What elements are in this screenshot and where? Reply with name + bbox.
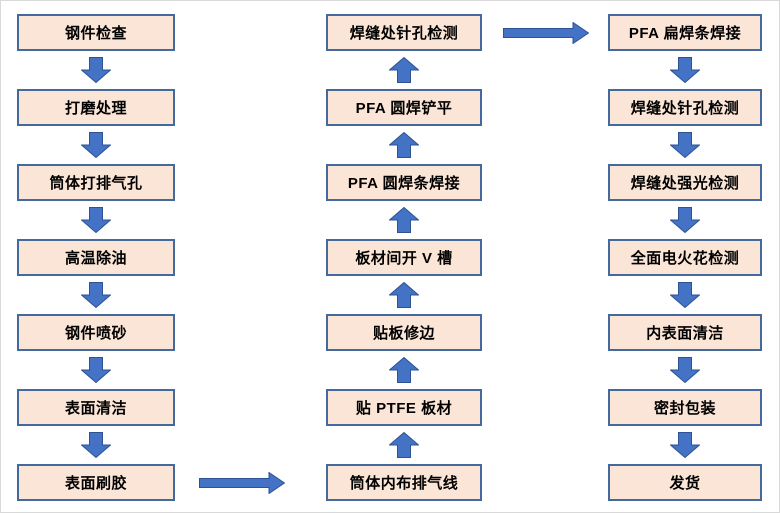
flow-step-label: 筒体打排气孔	[49, 175, 143, 192]
flow-step-label: 全面电火花检测	[630, 250, 740, 267]
flow-step-label: 焊缝处强光检测	[630, 175, 740, 192]
flow-step-box: 发货	[608, 464, 762, 501]
flow-step-label: 贴板修边	[372, 325, 435, 342]
arrow-right-icon	[503, 22, 589, 44]
flow-step-box: 贴 PTFE 板材	[326, 389, 482, 426]
flow-step-label: PFA 扁焊条焊接	[628, 25, 742, 42]
flow-step-box: 钢件检查	[17, 14, 175, 51]
flow-step-box: 全面电火花检测	[608, 239, 762, 276]
flow-step-box: 筒体打排气孔	[17, 164, 175, 201]
arrow-down-icon	[670, 351, 700, 389]
flow-step-box: PFA 扁焊条焊接	[608, 14, 762, 51]
flow-step-box: 打磨处理	[17, 89, 175, 126]
arrow-up-icon	[389, 426, 419, 464]
flow-step-box: 表面清洁	[17, 389, 175, 426]
column-preparation: 钢件检查 打磨处理 筒体打排气孔 高温除油 钢件喷砂 表面清洁 表面刷胶	[17, 14, 175, 501]
arrow-down-icon	[670, 126, 700, 164]
arrow-up-icon	[389, 126, 419, 164]
flow-step-label: 贴 PTFE 板材	[355, 400, 453, 417]
flow-step-box: 焊缝处针孔检测	[326, 14, 482, 51]
flow-step-box: 筒体内布排气线	[326, 464, 482, 501]
arrow-up-icon	[389, 351, 419, 389]
flow-step-label: 密封包装	[653, 400, 716, 417]
flow-step-label: 筒体内布排气线	[349, 475, 459, 492]
arrow-down-icon	[670, 426, 700, 464]
flow-step-label: PFA 圆焊铲平	[355, 100, 453, 117]
flow-step-box: 表面刷胶	[17, 464, 175, 501]
arrow-down-icon	[81, 126, 111, 164]
flow-step-label: 焊缝处针孔检测	[349, 25, 459, 42]
arrow-down-icon	[81, 276, 111, 314]
arrow-down-icon	[81, 51, 111, 89]
flow-step-box: 密封包装	[608, 389, 762, 426]
flow-step-label: 打磨处理	[64, 100, 127, 117]
flow-step-box: PFA 圆焊铲平	[326, 89, 482, 126]
flow-step-label: 内表面清洁	[646, 325, 724, 342]
flow-step-box: 贴板修边	[326, 314, 482, 351]
flow-step-box: 焊缝处强光检测	[608, 164, 762, 201]
arrow-down-icon	[81, 351, 111, 389]
arrow-down-icon	[81, 201, 111, 239]
flow-step-label: 钢件检查	[64, 25, 127, 42]
flow-step-label: 焊缝处针孔检测	[630, 100, 740, 117]
flow-step-label: PFA 圆焊条焊接	[347, 175, 461, 192]
flow-step-box: 板材间开 V 槽	[326, 239, 482, 276]
arrow-down-icon	[81, 426, 111, 464]
arrow-down-icon	[670, 276, 700, 314]
arrow-up-icon	[389, 51, 419, 89]
flow-step-box: PFA 圆焊条焊接	[326, 164, 482, 201]
flow-step-label: 高温除油	[64, 250, 127, 267]
flow-step-box: 内表面清洁	[608, 314, 762, 351]
column-lining: 焊缝处针孔检测 PFA 圆焊铲平 PFA 圆焊条焊接 板材间开 V 槽 贴板修边…	[326, 14, 482, 501]
arrow-up-icon	[389, 201, 419, 239]
flow-step-box: 钢件喷砂	[17, 314, 175, 351]
flow-step-label: 发货	[669, 475, 701, 492]
flow-step-label: 表面清洁	[64, 400, 127, 417]
flow-step-box: 焊缝处针孔检测	[608, 89, 762, 126]
flow-step-label: 钢件喷砂	[64, 325, 127, 342]
flow-step-label: 表面刷胶	[64, 475, 127, 492]
arrow-up-icon	[389, 276, 419, 314]
arrow-down-icon	[670, 51, 700, 89]
column-finishing: PFA 扁焊条焊接 焊缝处针孔检测 焊缝处强光检测 全面电火花检测 内表面清洁 …	[608, 14, 762, 501]
arrow-right-icon	[199, 472, 285, 494]
flow-step-label: 板材间开 V 槽	[355, 250, 453, 267]
arrow-down-icon	[670, 201, 700, 239]
flow-step-box: 高温除油	[17, 239, 175, 276]
